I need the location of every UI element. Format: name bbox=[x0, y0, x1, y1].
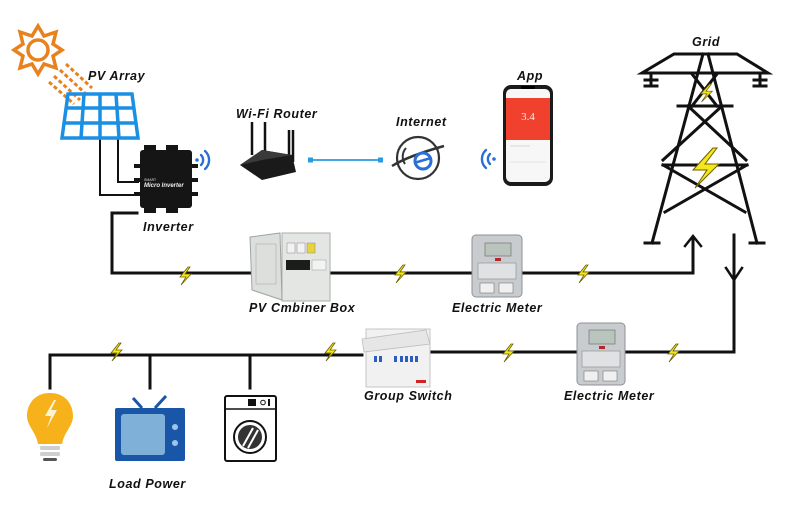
internet-globe-icon bbox=[391, 135, 445, 181]
label-inverter: Inverter bbox=[143, 220, 194, 234]
label-electric-meter-top: Electric Meter bbox=[452, 301, 543, 315]
lightning-icon bbox=[179, 266, 192, 286]
television-icon bbox=[115, 394, 185, 461]
wires bbox=[48, 137, 744, 390]
transmission-tower-icon bbox=[636, 52, 774, 245]
inverter-brand-text: SMART bbox=[144, 178, 157, 182]
wifi-signal-icon bbox=[480, 148, 496, 170]
pv-combiner-box-icon bbox=[249, 232, 331, 302]
smartphone-app-icon: 3.4 bbox=[503, 85, 553, 186]
label-group-switch: Group Switch bbox=[364, 389, 452, 403]
label-electric-meter-bottom: Electric Meter bbox=[564, 389, 655, 403]
label-internet: Internet bbox=[396, 115, 447, 129]
lightning-icon bbox=[110, 342, 123, 362]
lightning-icon bbox=[667, 343, 680, 363]
link-endpoint bbox=[378, 157, 383, 163]
label-load-power: Load Power bbox=[109, 477, 186, 491]
label-grid: Grid bbox=[692, 35, 720, 49]
inverter-model-text: Micro Inverter bbox=[144, 183, 184, 189]
link-endpoint bbox=[308, 157, 313, 163]
sun-rays bbox=[48, 62, 94, 106]
label-pv-combiner-box: PV Cmbiner Box bbox=[249, 301, 356, 315]
washing-machine-icon bbox=[224, 395, 277, 462]
solar-panel-icon bbox=[59, 92, 141, 140]
wifi-router-icon bbox=[240, 122, 296, 180]
electric-meter-icon bbox=[471, 234, 523, 298]
electric-meter-icon bbox=[576, 322, 626, 386]
group-switch-icon bbox=[361, 328, 431, 388]
lightning-icon bbox=[502, 343, 515, 363]
label-app: App bbox=[516, 69, 543, 83]
sun-icon bbox=[10, 22, 66, 78]
lightning-icon bbox=[394, 264, 407, 284]
app-reading: 3.4 bbox=[521, 111, 535, 123]
lightning-icon bbox=[691, 147, 721, 189]
micro-inverter-device: SMART Micro Inverter bbox=[134, 145, 198, 213]
lightning-icon bbox=[324, 342, 337, 362]
label-pv-array: PV Array bbox=[88, 69, 146, 83]
lightning-icon bbox=[577, 264, 590, 284]
light-bulb-icon bbox=[27, 393, 73, 461]
label-wifi-router: Wi-Fi Router bbox=[236, 107, 318, 121]
lightning-icon bbox=[699, 83, 714, 103]
wifi-signal-icon bbox=[195, 149, 211, 171]
